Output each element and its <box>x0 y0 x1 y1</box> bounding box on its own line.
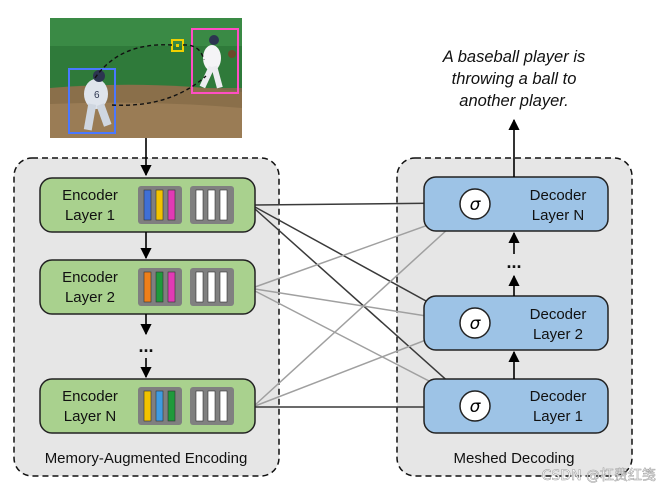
encoder-layer-2-subtitle: Layer 2 <box>65 289 115 306</box>
relation-arc-top <box>94 44 173 79</box>
encoder-layer-1-memory-slots <box>190 186 234 224</box>
encoder-layer-n-subtitle: Layer N <box>64 408 117 425</box>
encoder-layer-2-memory-slots <box>190 268 234 306</box>
caption-line-1: A baseball player is <box>442 48 585 66</box>
decoder-ellipsis: ... <box>506 252 521 272</box>
encoder-layer-1-title: Encoder <box>62 187 118 204</box>
caption-line-2: throwing a ball to <box>452 70 577 88</box>
input-image: 6 <box>50 18 242 138</box>
encoder-section-label: Memory-Augmented Encoding <box>45 450 248 467</box>
decoder-layer-n-sigma-gate <box>459 188 491 220</box>
decoder-layer-1-subtitle: Layer 1 <box>533 408 583 425</box>
encoder-layer-n-attention-features <box>138 387 182 425</box>
decoder-layer-n-subtitle: Layer N <box>532 207 585 224</box>
encoder-layer-1-subtitle: Layer 1 <box>65 207 115 224</box>
encoder-ellipsis: ... <box>138 336 153 356</box>
decoder-layer-2: σ Decoder Layer 2 <box>423 295 609 351</box>
ball-bbox <box>171 39 184 52</box>
meshed-connections <box>254 197 462 413</box>
decoder-layer-n-sigma: σ <box>470 195 482 215</box>
encoder-layer-n-memory-slots <box>190 387 234 425</box>
decoder-layer-2-title: Decoder <box>530 306 587 323</box>
right-player-bbox <box>191 28 239 94</box>
decoder-layer-2-subtitle: Layer 2 <box>533 326 583 343</box>
encoder-layer-2: Encoder Layer 2 <box>39 259 256 315</box>
output-caption: A baseball player is throwing a ball to … <box>442 48 585 110</box>
decoder-layer-2-sigma: σ <box>470 314 482 334</box>
watermark: CSDN @杠费红笺 <box>542 467 656 484</box>
encoder-layer-1-attention-features <box>138 186 182 224</box>
encoder-layer-2-attention-features <box>138 268 182 306</box>
player-number: 6 <box>94 90 100 101</box>
decoder-layer-2-sigma-gate <box>459 307 491 339</box>
encoder-layer-1: Encoder Layer 1 <box>39 177 256 233</box>
left-player: 6 <box>83 70 112 131</box>
encoder-layer-n-title: Encoder <box>62 388 118 405</box>
decoder-layer-1-sigma-gate <box>459 390 491 422</box>
decoder-layer-1: σ Decoder Layer 1 <box>423 378 609 434</box>
encoder-layer-n: Encoder Layer N <box>39 378 256 434</box>
decoder-layer-1-title: Decoder <box>530 388 587 405</box>
caption-line-3: another player. <box>459 92 568 110</box>
left-player-bbox <box>68 68 116 134</box>
encoder-layer-2-title: Encoder <box>62 269 118 286</box>
decoder-layer-n: σ Decoder Layer N <box>423 176 609 232</box>
decoder-layer-n-title: Decoder <box>530 187 587 204</box>
decoder-layer-1-sigma: σ <box>470 397 482 417</box>
decoder-section-label: Meshed Decoding <box>454 450 575 467</box>
right-player <box>199 35 236 89</box>
